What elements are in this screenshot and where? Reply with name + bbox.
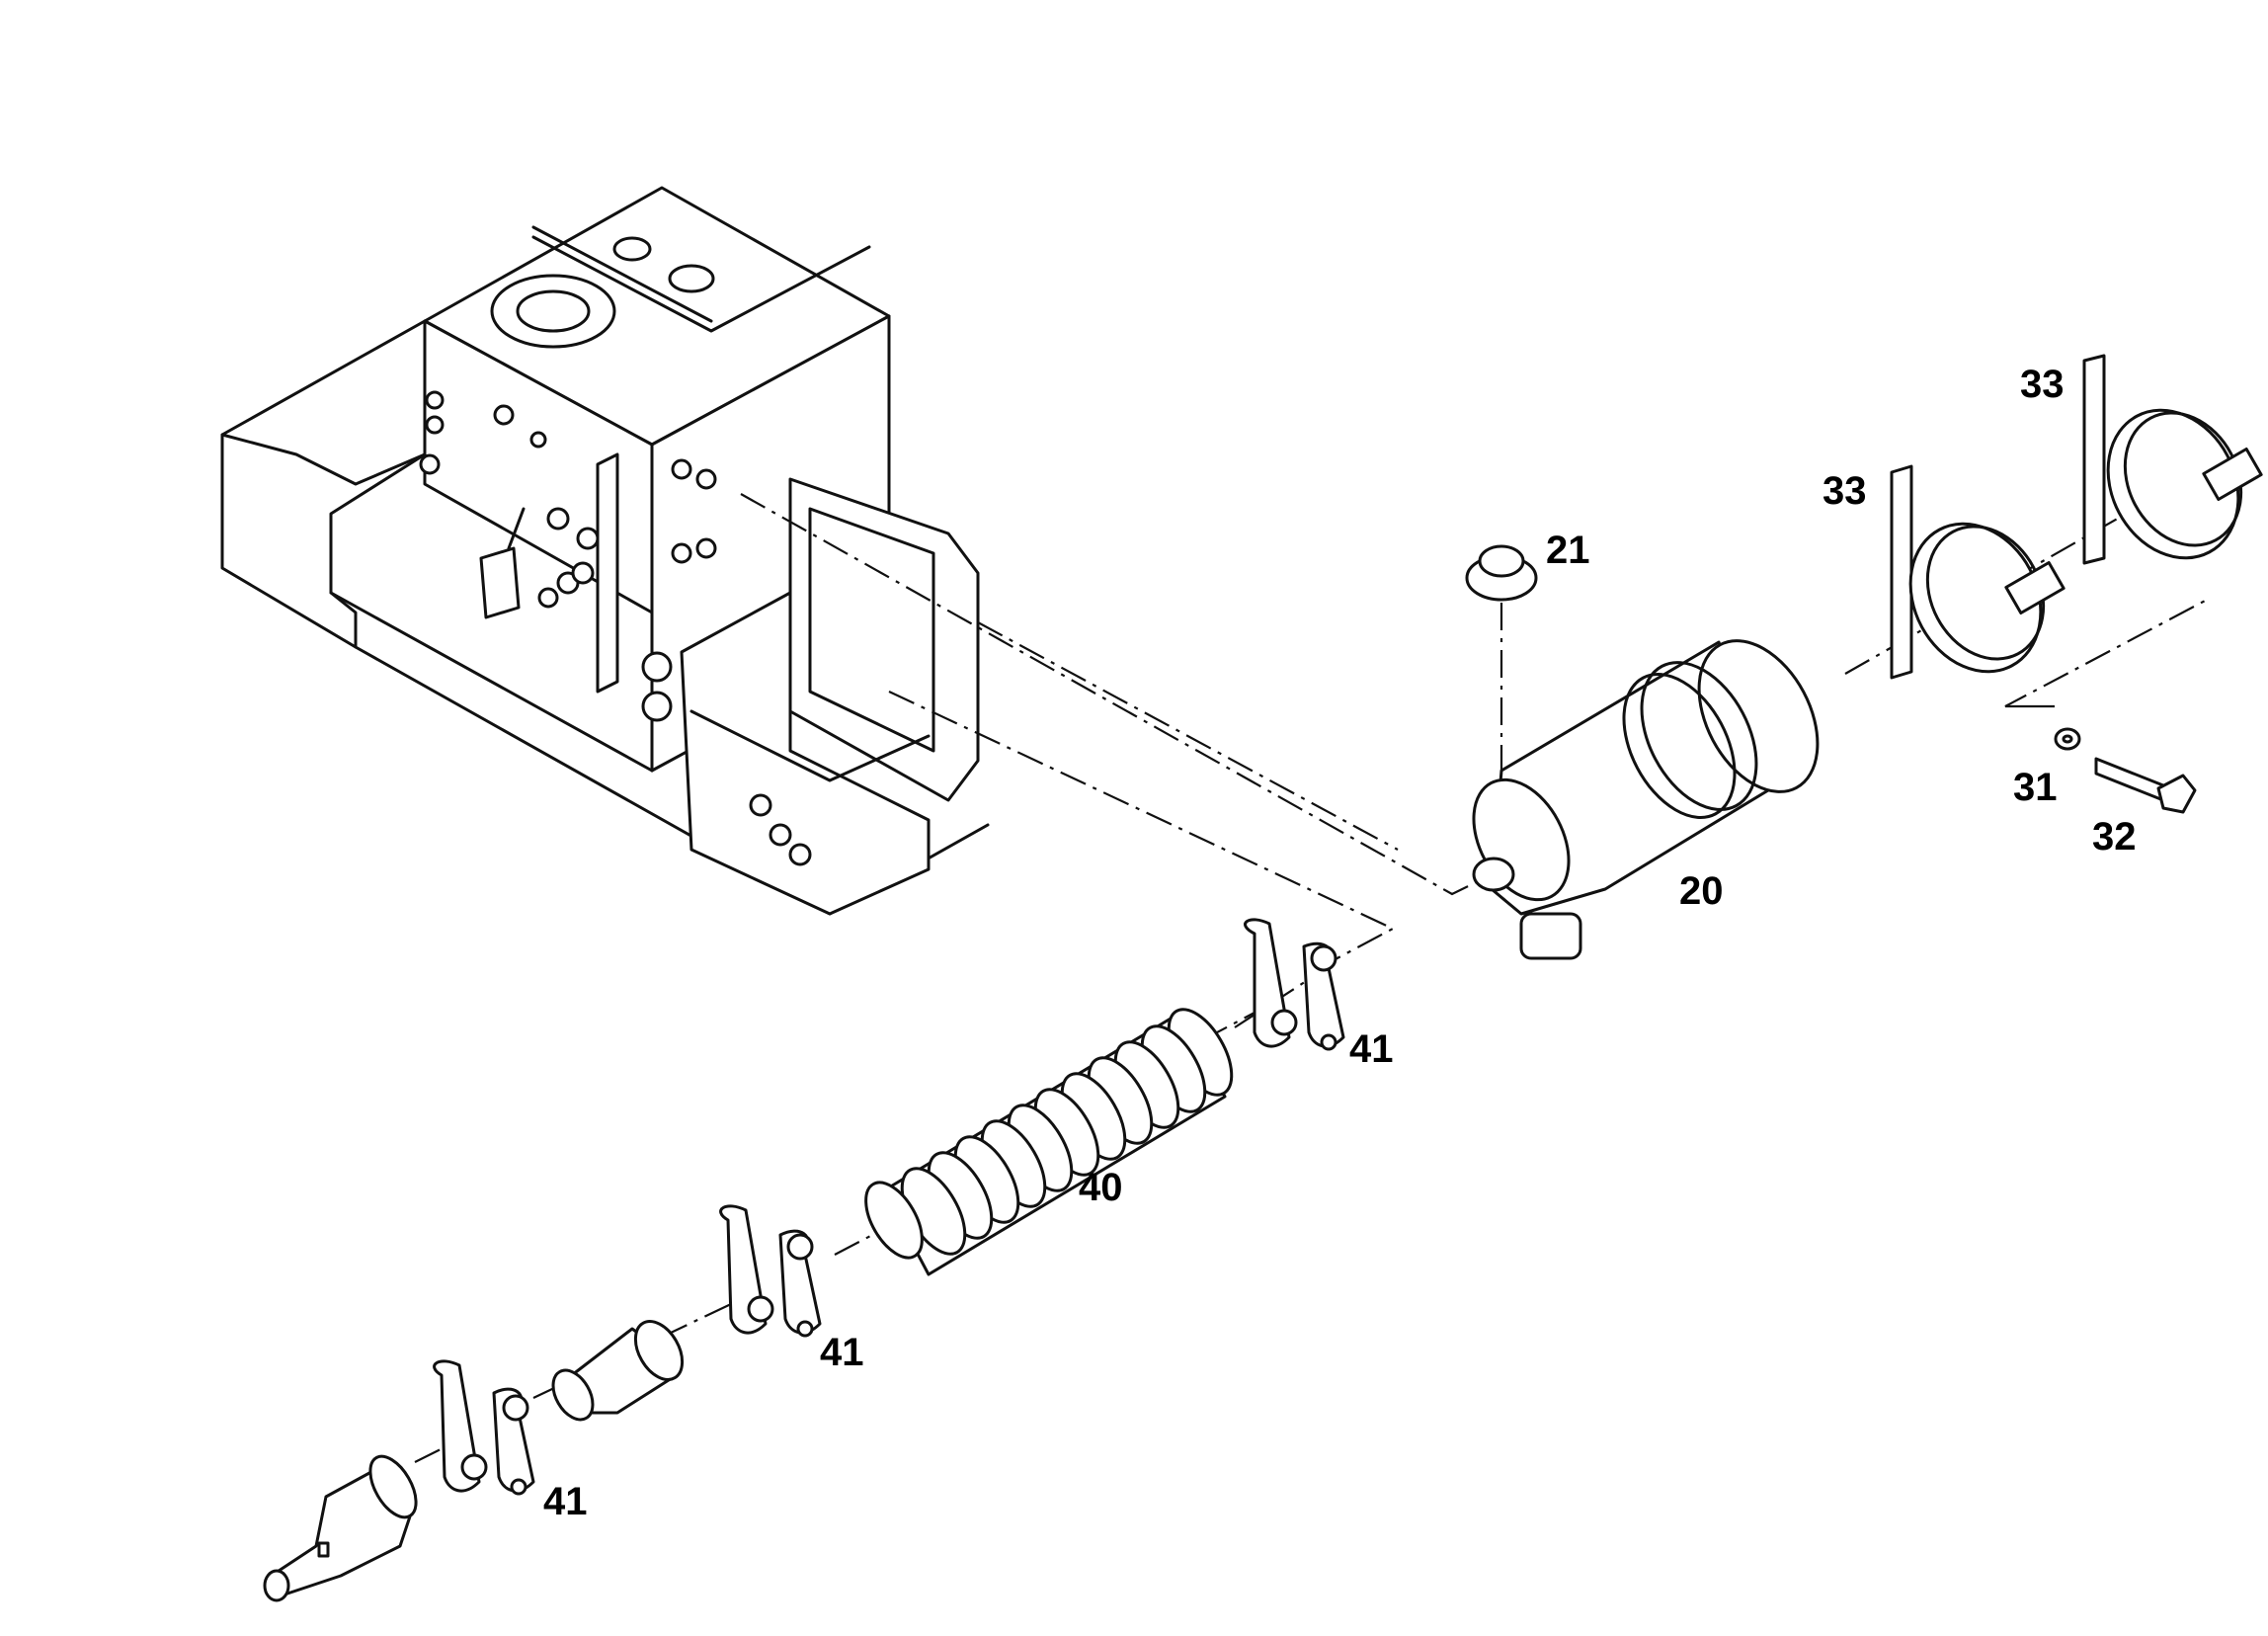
washer-part-31 bbox=[2054, 727, 2081, 751]
clamp-part-33-rear bbox=[2082, 354, 2263, 565]
silencer-part-20 bbox=[1472, 639, 1820, 960]
callout-20: 20 bbox=[1679, 869, 1724, 913]
callout-31: 31 bbox=[2013, 766, 2058, 809]
callout-41-middle: 41 bbox=[820, 1331, 864, 1374]
clamp-part-33-front bbox=[1890, 464, 2066, 680]
pipe-clamp-part-41-middle bbox=[719, 1204, 822, 1338]
callout-41-upper: 41 bbox=[1349, 1027, 1394, 1071]
pipe-clamp-part-41-upper bbox=[1244, 918, 1345, 1051]
callout-40: 40 bbox=[1079, 1166, 1123, 1209]
cap-part-21 bbox=[1465, 544, 1538, 602]
tail-pipe bbox=[263, 1454, 418, 1602]
engine-housing bbox=[220, 186, 990, 916]
callout-33-front: 33 bbox=[1822, 469, 1867, 513]
callout-41-lower: 41 bbox=[543, 1480, 588, 1523]
callout-labels: 20 21 33 33 31 32 40 41 41 41 bbox=[543, 363, 2137, 1523]
callout-32: 32 bbox=[2092, 815, 2137, 859]
bellows-ribs bbox=[900, 1008, 1234, 1256]
bellows-part-40 bbox=[864, 1008, 1234, 1276]
reducer-pipe bbox=[551, 1320, 685, 1422]
callout-21: 21 bbox=[1546, 529, 1590, 572]
callout-33-rear: 33 bbox=[2020, 363, 2065, 406]
pipe-clamp-part-41-lower bbox=[433, 1359, 535, 1496]
bolt-part-32 bbox=[2094, 757, 2197, 814]
